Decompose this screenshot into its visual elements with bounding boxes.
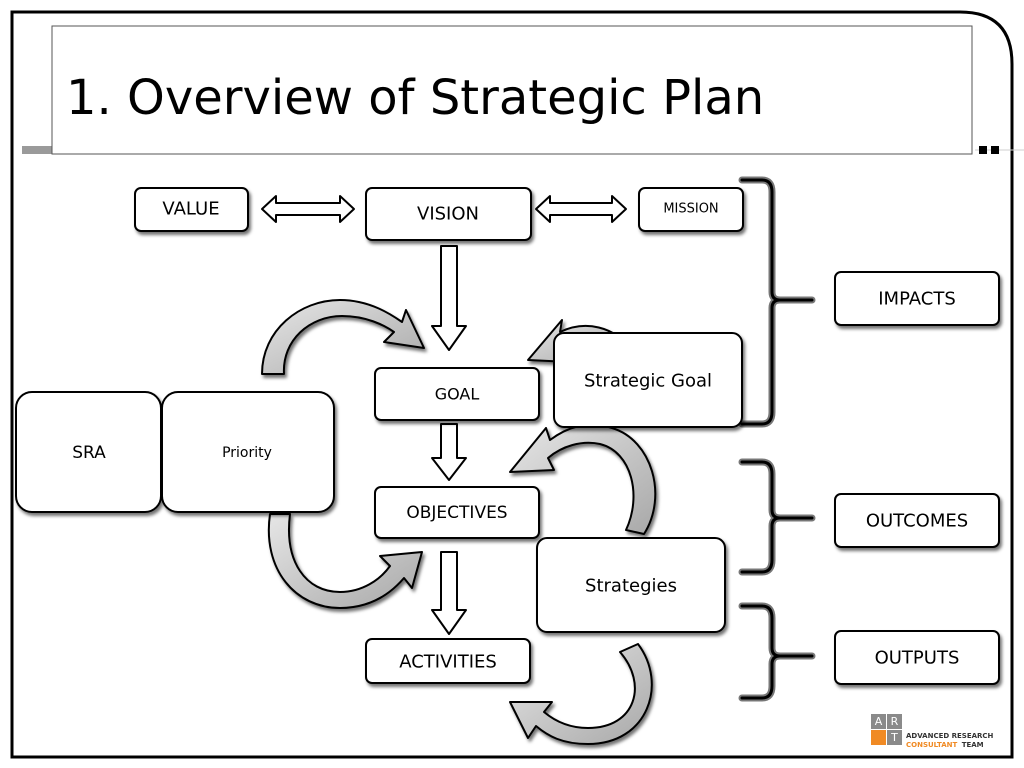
node-goal-label: GOAL — [435, 385, 480, 404]
node-strategies-label: Strategies — [585, 576, 677, 597]
node-activities: ACTIVITIES — [365, 638, 531, 684]
page-title: 1. Overview of Strategic Plan — [66, 70, 764, 126]
node-strategic-goal-label: Strategic Goal — [584, 371, 712, 392]
node-outputs-label: OUTPUTS — [875, 648, 960, 669]
node-priority: Priority — [161, 391, 335, 513]
logo-line-1: ADVANCED RESEARCH — [906, 732, 994, 740]
node-priority-label: Priority — [222, 445, 272, 461]
slide-frame — [10, 10, 1014, 759]
down-arrow-objectives-activities — [431, 551, 467, 635]
node-outcomes-label: OUTCOMES — [866, 511, 968, 532]
title-accent-bar — [22, 146, 52, 154]
node-objectives: OBJECTIVES — [374, 486, 540, 539]
node-impacts-label: IMPACTS — [878, 289, 956, 310]
logo-letter-t: T — [890, 731, 898, 744]
brace-outputs — [738, 602, 816, 702]
curved-arrow-strategies-to-activities — [509, 643, 653, 745]
down-arrow-vision-goal — [431, 245, 467, 351]
node-vision-label: VISION — [417, 204, 479, 225]
brace-outcomes — [738, 458, 816, 576]
double-arrow-vision-mission — [535, 195, 627, 223]
node-value-label: VALUE — [162, 199, 219, 220]
node-mission: MISSION — [638, 187, 744, 232]
logo-line-2: CONSULTANT TEAM — [906, 741, 984, 749]
double-arrow-value-vision — [261, 195, 355, 223]
title-dot-1 — [979, 146, 987, 154]
brace-impacts — [738, 176, 816, 428]
node-impacts: IMPACTS — [834, 271, 1000, 326]
node-outcomes: OUTCOMES — [834, 493, 1000, 548]
title-box — [51, 25, 973, 155]
node-goal: GOAL — [374, 367, 540, 421]
node-mission-label: MISSION — [663, 202, 718, 217]
node-strategies: Strategies — [536, 537, 726, 633]
logo-letter-r: R — [891, 715, 899, 728]
art-logo: A R T ADVANCED RESEARCH CONSULTANT TEAM — [871, 714, 994, 749]
curved-arrow-priority-to-objectives — [267, 513, 423, 609]
node-sra-label: SRA — [72, 443, 106, 463]
node-vision: VISION — [365, 187, 532, 241]
down-arrow-goal-objectives — [431, 423, 467, 481]
title-dot-2 — [991, 146, 999, 154]
node-sra: SRA — [15, 391, 162, 513]
curved-arrow-strategies-to-objectives — [509, 423, 657, 535]
node-activities-label: ACTIVITIES — [399, 652, 497, 673]
node-objectives-label: OBJECTIVES — [406, 503, 507, 523]
logo-line-2-a: CONSULTANT — [906, 741, 957, 749]
logo-letter-a: A — [875, 715, 883, 728]
curved-arrow-priority-to-goal — [261, 299, 425, 375]
logo-line-2-b: TEAM — [962, 741, 984, 749]
node-value: VALUE — [134, 187, 249, 232]
node-strategic-goal: Strategic Goal — [553, 332, 743, 428]
node-outputs: OUTPUTS — [834, 630, 1000, 685]
